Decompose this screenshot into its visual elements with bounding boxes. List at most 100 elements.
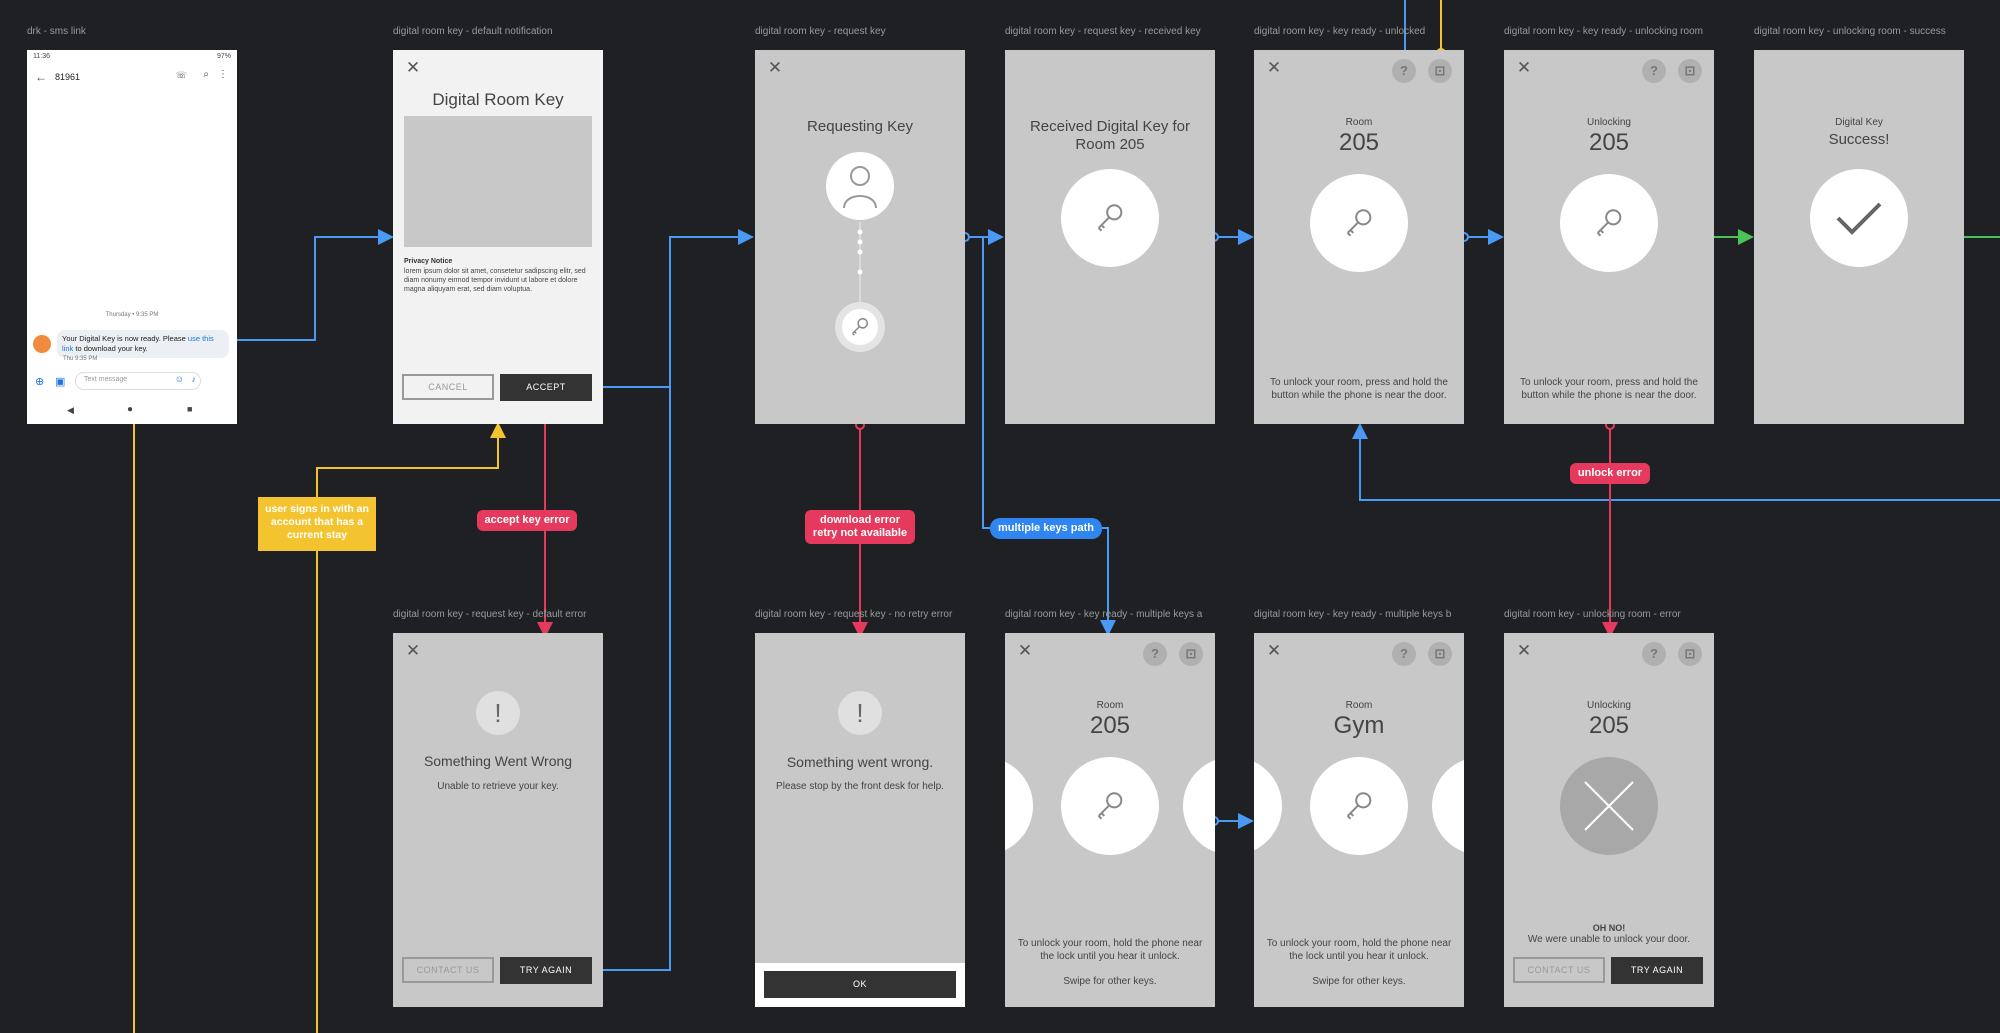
lock-icon[interactable]: ⊡ xyxy=(1428,642,1452,666)
key-icon[interactable] xyxy=(1310,174,1408,272)
search-icon[interactable]: ⌕ xyxy=(203,69,209,80)
error-title: Something Went Wrong xyxy=(423,753,573,769)
try-again-button[interactable]: TRY AGAIN xyxy=(1611,957,1703,984)
message-placeholder: Text message xyxy=(84,376,128,383)
close-icon[interactable]: ✕ xyxy=(1516,641,1532,660)
help-icon[interactable]: ? xyxy=(1642,59,1666,83)
help-icon[interactable]: ? xyxy=(1642,642,1666,666)
cancel-button[interactable]: CANCEL xyxy=(402,374,494,400)
swipe-hint: Swipe for other keys. xyxy=(1063,976,1157,987)
contact-us-button[interactable]: CONTACT US xyxy=(1513,957,1605,983)
room-number: 205 xyxy=(1338,129,1380,156)
lock-icon[interactable]: ⊡ xyxy=(1179,642,1203,666)
header-icons: ? ⊡ xyxy=(1642,59,1702,83)
back-arrow-icon[interactable]: ← xyxy=(35,70,47,84)
connector-accept-to-request xyxy=(592,229,754,388)
sms-bubble: Your Digital Key is now ready. Please us… xyxy=(57,330,229,358)
privacy-title: Privacy Notice xyxy=(404,258,453,265)
next-key-peek[interactable] xyxy=(1432,757,1464,855)
screen-label: digital room key - request key - receive… xyxy=(1005,26,1201,37)
help-icon[interactable]: ? xyxy=(1392,59,1416,83)
room-caption: Room xyxy=(1096,700,1124,711)
screen-title: Digital Room Key xyxy=(432,90,564,109)
error-sub: Unable to retrieve your key. xyxy=(437,781,559,792)
contact-us-button[interactable]: CONTACT US xyxy=(402,957,494,983)
add-icon[interactable]: ⊕ xyxy=(35,376,45,388)
nav-back-icon[interactable]: ◀ xyxy=(67,405,74,415)
signin-tag[interactable]: user signs in with an account that has a… xyxy=(258,497,376,551)
screen-label: digital room key - key ready - unlocked xyxy=(1254,26,1426,37)
privacy-body: lorem ipsum dolor sit amet, consetetur s… xyxy=(404,268,586,293)
room-caption: Unlocking xyxy=(1587,700,1631,711)
screen-label: digital room key - default notification xyxy=(393,26,553,37)
message-input[interactable]: Text message ☺ ♪ xyxy=(75,372,201,390)
close-icon[interactable]: ✕ xyxy=(1266,641,1282,660)
nav-home-icon[interactable]: ● xyxy=(127,404,134,415)
next-key-peek[interactable] xyxy=(1183,757,1215,855)
close-icon[interactable]: ✕ xyxy=(405,641,421,660)
key-ready-screen: ✕ ? ⊡ Room 205 To unlock your room, pres… xyxy=(1254,50,1464,424)
screen-label: digital room key - request key - no retr… xyxy=(755,609,953,620)
room-caption: Unlocking xyxy=(1587,117,1631,128)
close-icon[interactable]: ✕ xyxy=(1017,641,1033,660)
close-icon[interactable]: ✕ xyxy=(405,58,421,77)
room-number: 205 xyxy=(1588,712,1630,739)
screen-label: digital room key - request key - default… xyxy=(393,609,587,620)
emoji-icon[interactable]: ☺ xyxy=(174,374,184,384)
error-sub: We were unable to unlock your door. xyxy=(1527,934,1691,945)
sms-time: Thu 9:35 PM xyxy=(63,356,98,362)
key-icon[interactable] xyxy=(1061,169,1159,267)
swipe-hint: Swipe for other keys. xyxy=(1312,976,1406,987)
key-icon[interactable] xyxy=(1061,757,1159,855)
avatar xyxy=(33,335,51,353)
unlock-error-tag[interactable]: unlock error xyxy=(1570,463,1650,484)
connector-return-to-ready xyxy=(1352,423,2000,501)
room-number: 205 xyxy=(1089,712,1131,739)
contact-number: 81961 xyxy=(55,72,81,82)
accept-button[interactable]: ACCEPT xyxy=(500,374,592,401)
close-icon[interactable]: ✕ xyxy=(767,58,783,77)
more-icon[interactable]: ⋮ xyxy=(218,69,228,80)
user-icon xyxy=(826,152,894,220)
screen-title: Received Digital Key for Room 205 xyxy=(1029,118,1191,153)
try-again-button[interactable]: TRY AGAIN xyxy=(500,957,592,984)
lock-icon[interactable]: ⊡ xyxy=(1678,59,1702,83)
alert-icon: ! xyxy=(476,691,520,735)
connector-retry-to-request xyxy=(592,237,671,971)
lock-icon[interactable]: ⊡ xyxy=(1428,59,1452,83)
gallery-icon[interactable]: ▣ xyxy=(55,376,66,388)
nav-recent-icon[interactable]: ■ xyxy=(187,404,193,414)
mic-icon[interactable]: ♪ xyxy=(191,374,197,384)
key-icon xyxy=(842,309,878,345)
download-error-tag[interactable]: download error retry not available xyxy=(805,510,915,544)
screen-label: digital room key - key ready - multiple … xyxy=(1254,609,1452,620)
room-caption: Room xyxy=(1345,700,1373,711)
success-title: Success! xyxy=(1828,131,1890,148)
key-icon-halo xyxy=(835,302,885,352)
room-caption: Room xyxy=(1345,117,1373,128)
screen-label: digital room key - request key xyxy=(755,26,886,37)
close-icon[interactable]: ✕ xyxy=(1266,58,1282,77)
sms-link[interactable]: use this link xyxy=(62,334,214,353)
multiple-keys-tag[interactable]: multiple keys path xyxy=(990,518,1102,539)
success-screen: Digital Key Success! xyxy=(1754,50,1964,424)
help-icon[interactable]: ? xyxy=(1143,642,1167,666)
screen-label: digital room key - unlocking room - succ… xyxy=(1754,26,1946,37)
help-icon[interactable]: ? xyxy=(1392,642,1416,666)
prev-key-peek[interactable] xyxy=(1254,757,1282,855)
prev-key-peek[interactable] xyxy=(1005,757,1033,855)
lock-icon[interactable]: ⊡ xyxy=(1678,642,1702,666)
key-icon[interactable] xyxy=(1560,174,1658,272)
key-icon[interactable] xyxy=(1310,757,1408,855)
close-icon[interactable]: ✕ xyxy=(1516,58,1532,77)
screen-title: Requesting Key xyxy=(807,118,913,135)
ok-button[interactable]: OK xyxy=(764,971,956,998)
phone-icon[interactable]: ☏ xyxy=(175,70,187,80)
unlocking-screen: ✕ ? ⊡ Unlocking 205 To unlock your room,… xyxy=(1504,50,1714,424)
unlock-hint: To unlock your room, hold the phone near… xyxy=(1266,938,1452,962)
success-caption: Digital Key xyxy=(1835,117,1883,128)
sms-screen: 11:36 97% ← 81961 ☏ ⌕ ⋮ Thursday • 9:35 … xyxy=(27,50,237,424)
check-icon xyxy=(1810,169,1908,267)
alert-icon: ! xyxy=(838,691,882,735)
accept-error-tag[interactable]: accept key error xyxy=(477,510,577,531)
